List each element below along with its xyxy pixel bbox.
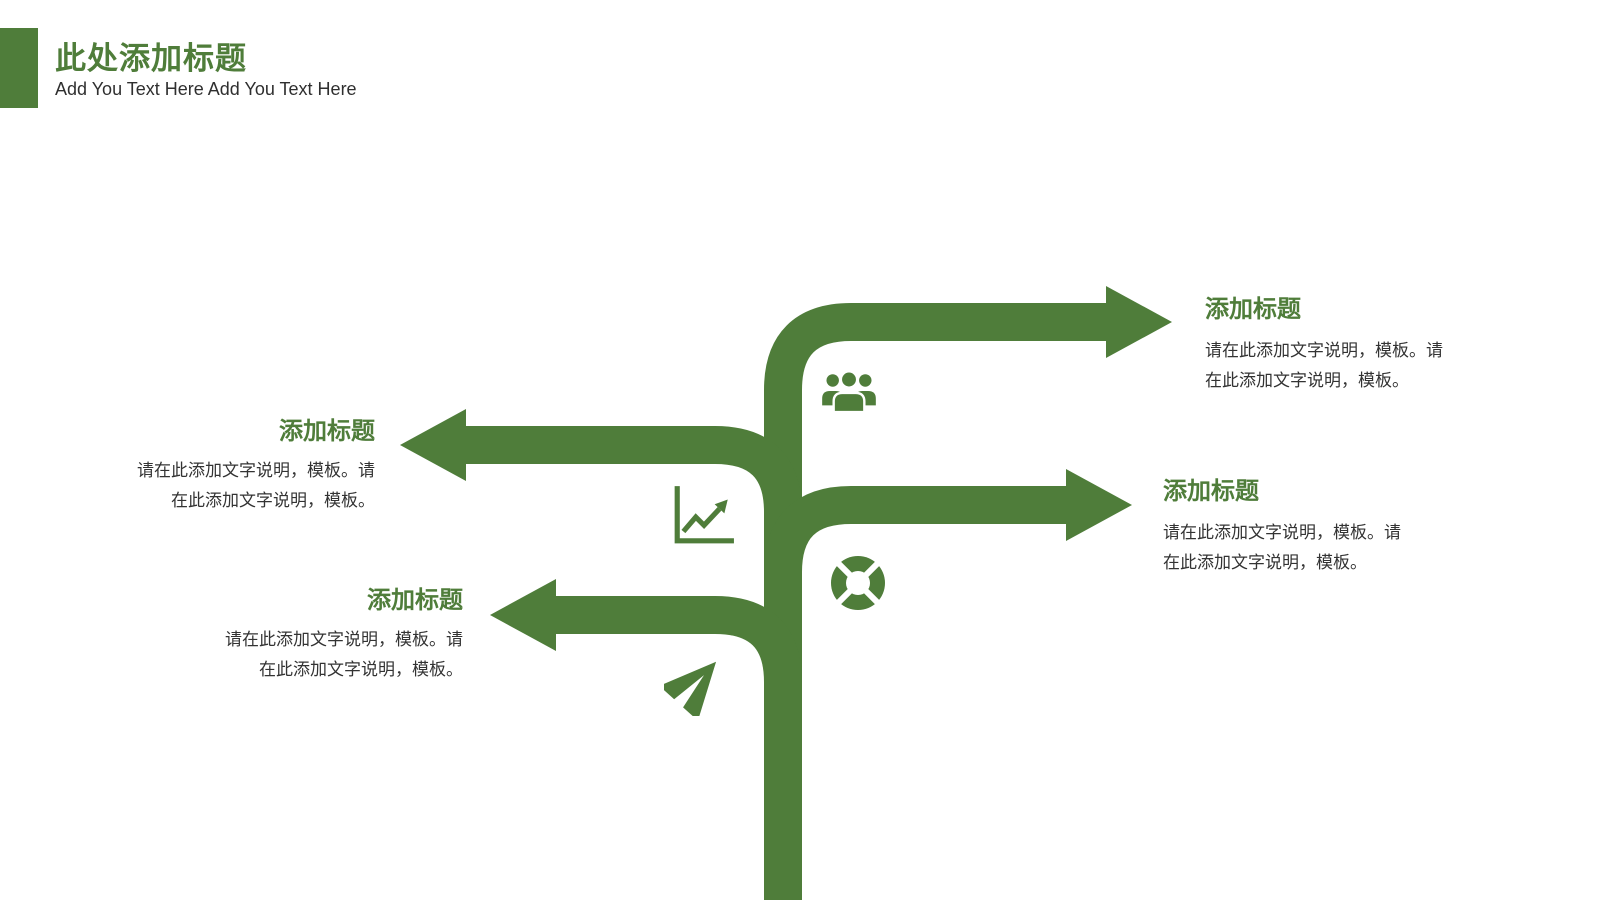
page-subtitle: Add You Text Here Add You Text Here: [55, 79, 357, 99]
branch-lower-left: [554, 596, 802, 683]
branch-body-line: 请在此添加文字说明，模板。请: [1205, 341, 1443, 360]
arrowhead-mid-left: [400, 409, 466, 481]
arrowhead-lower-left: [490, 579, 556, 651]
branch-body-line: 在此添加文字说明，模板。: [1163, 553, 1367, 572]
branch-body-line: 在此添加文字说明，模板。: [1205, 371, 1409, 390]
branch-title: 添加标题: [1205, 296, 1301, 323]
branch-mid-right-block: 添加标题 请在此添加文字说明，模板。请 在此添加文字说明，模板。: [1163, 478, 1463, 578]
lifebuoy-icon: [831, 556, 885, 610]
trunk-and-top-branch: [764, 303, 1108, 900]
branch-body-line: 在此添加文字说明，模板。: [259, 660, 463, 679]
branch-body-line: 请在此添加文字说明，模板。请: [225, 630, 463, 649]
line-chart-icon: [674, 486, 734, 544]
paper-plane-icon: [664, 661, 717, 716]
branch-body-line: 请在此添加文字说明，模板。请: [137, 461, 375, 480]
branch-lower-left-block: 添加标题 请在此添加文字说明，模板。请 在此添加文字说明，模板。: [178, 587, 463, 685]
branch-mid-left: [464, 426, 802, 513]
branch-title: 添加标题: [1163, 478, 1259, 505]
branch-top-right-block: 添加标题 请在此添加文字说明，模板。请 在此添加文字说明，模板。: [1205, 296, 1505, 396]
branch-title: 添加标题: [367, 587, 463, 614]
branch-body-line: 在此添加文字说明，模板。: [171, 491, 375, 510]
page-title: 此处添加标题: [55, 41, 247, 76]
arrowhead-top-right: [1106, 286, 1172, 358]
branch-body-line: 请在此添加文字说明，模板。请: [1163, 523, 1401, 542]
branch-title: 添加标题: [279, 418, 375, 445]
group-icon: [822, 370, 876, 414]
branch-mid-left-block: 添加标题 请在此添加文字说明，模板。请 在此添加文字说明，模板。: [90, 418, 375, 516]
header-accent-bar: [0, 28, 38, 108]
arrowhead-mid-right: [1066, 469, 1132, 541]
branch-mid-right: [764, 486, 1068, 573]
